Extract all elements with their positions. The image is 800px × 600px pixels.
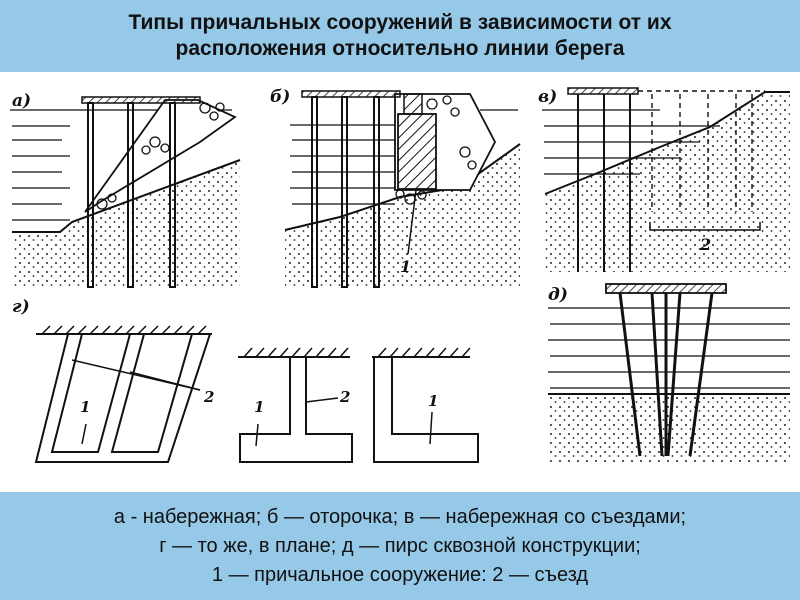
shore-hatch — [41, 325, 207, 335]
leaders — [71, 359, 201, 445]
deck — [567, 87, 639, 95]
title-line-1: Типы причальных сооружений в зависимости… — [128, 11, 672, 34]
t-pier-plan — [239, 357, 353, 463]
shore-hatch — [377, 347, 471, 358]
leader-1 — [407, 189, 417, 255]
berth-diagram: а) 1 б) — [10, 87, 790, 463]
shore-hatch — [243, 347, 349, 358]
soil-fill — [12, 160, 240, 287]
panel-v-label: в) — [538, 87, 557, 107]
ramp-piles-dashed — [651, 94, 753, 212]
panel-d-pier: д) — [548, 283, 790, 462]
soil-fill — [545, 92, 790, 272]
number-label-1: 1 — [80, 398, 90, 416]
piles — [311, 96, 380, 288]
number-label-1: 1 — [428, 392, 438, 410]
number-label-2: 2 — [699, 235, 711, 254]
title-line-2: расположения относительно линии берега — [175, 37, 625, 60]
deck — [81, 96, 201, 104]
caption-banner: а - набережная; б — оторочка; в — набере… — [0, 492, 800, 600]
piles — [618, 292, 714, 457]
rocks — [395, 95, 477, 205]
water-lines — [548, 307, 790, 389]
piles — [87, 102, 176, 288]
leader — [305, 397, 339, 403]
ramp-plan — [34, 333, 211, 463]
panel-d-label: д) — [548, 285, 568, 305]
rocks — [96, 102, 225, 210]
caption-line-3: 1 — причальное сооружение: 2 — съезд — [211, 563, 589, 586]
panel-g-plan: г) 1 2 — [12, 297, 479, 463]
panel-v-ramps: 2 в) — [538, 87, 790, 272]
l-berth-plan — [373, 357, 479, 463]
caption-line-2: г — то же, в плане; д — пирс сквозной ко… — [159, 534, 641, 557]
panel-a-naberezhnaya: а) — [10, 91, 241, 288]
piles — [577, 94, 631, 272]
quay-wall — [397, 113, 437, 190]
panel-g-label: г) — [12, 297, 30, 317]
leader — [429, 411, 433, 445]
soil-fill — [285, 144, 520, 287]
wall-top — [403, 93, 423, 115]
title-banner: Типы причальных сооружений в зависимости… — [0, 0, 800, 72]
number-label-1: 1 — [254, 398, 264, 416]
dimension-bracket — [649, 222, 761, 231]
number-label-1: 1 — [400, 257, 411, 276]
leader — [255, 423, 259, 447]
number-label-2: 2 — [339, 388, 350, 406]
panel-b-otorochka: 1 б) — [270, 87, 521, 288]
number-label-2: 2 — [203, 388, 214, 406]
pier-deck — [605, 283, 727, 294]
seabed-line — [544, 91, 790, 195]
panel-b-label: б) — [270, 87, 290, 107]
panel-a-label: а) — [12, 91, 31, 111]
caption-line-1: а - набережная; б — оторочка; в — набере… — [113, 505, 687, 528]
seabed-line — [12, 159, 241, 233]
deck — [301, 90, 401, 98]
